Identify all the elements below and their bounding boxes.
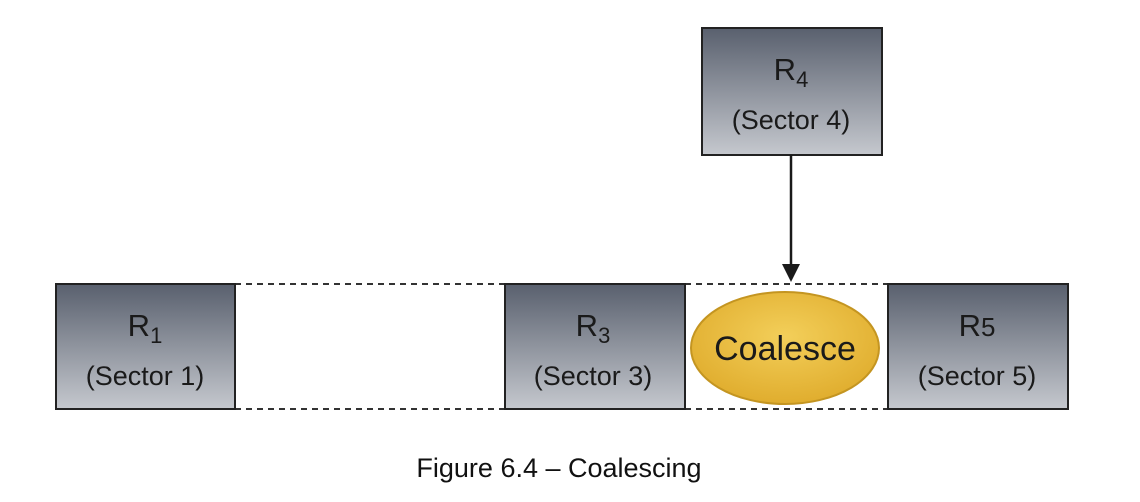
arrow-head	[782, 264, 800, 282]
box-r4-label: R4	[774, 52, 809, 92]
box-r5: R5 (Sector 5)	[887, 283, 1069, 410]
box-r5-label: R5	[959, 308, 996, 343]
figure-caption: Figure 6.4 – Coalescing	[416, 453, 701, 483]
coalesce-ellipse: Coalesce	[690, 291, 880, 405]
box-r5-sector: (Sector 5)	[918, 361, 1037, 391]
coalesce-label: Coalesce	[714, 330, 856, 368]
box-r1-label: R1	[128, 308, 163, 348]
box-r4: R4 (Sector 4)	[701, 27, 883, 156]
box-r1: R1 (Sector 1)	[55, 283, 236, 410]
box-r4-sector: (Sector 4)	[732, 105, 851, 135]
box-r3: R3 (Sector 3)	[504, 283, 686, 410]
box-r1-sector: (Sector 1)	[86, 361, 205, 391]
box-r3-label: R3	[576, 308, 611, 348]
box-r3-sector: (Sector 3)	[534, 361, 653, 391]
